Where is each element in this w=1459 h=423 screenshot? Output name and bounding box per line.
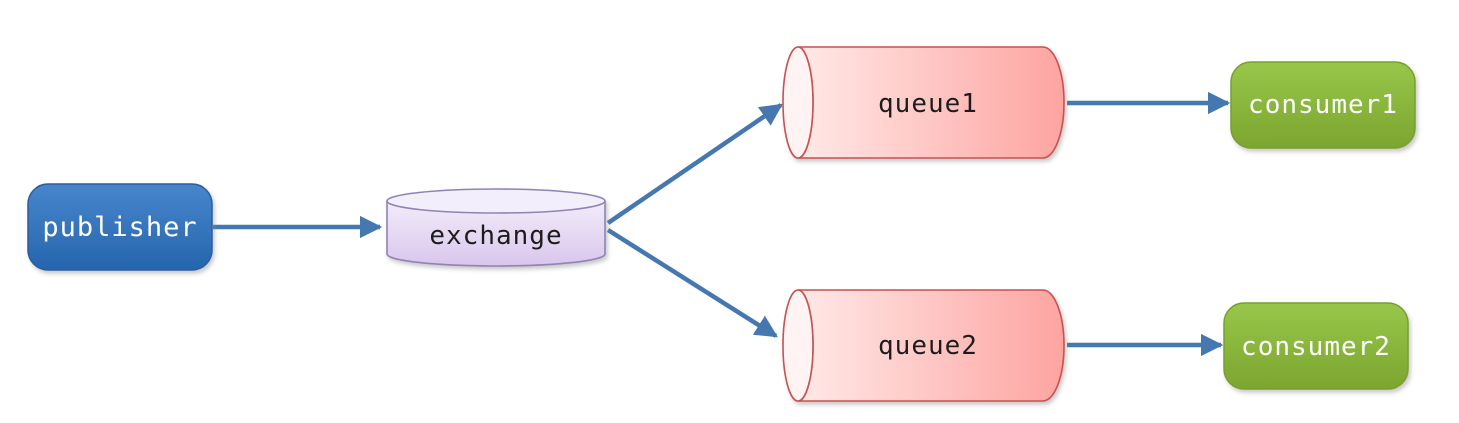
node-queue1: queue1 (782, 46, 1065, 159)
exchange-cylinder-body (386, 201, 606, 267)
queue2-cylinder-cap (782, 289, 814, 402)
exchange-cylinder-top (386, 188, 606, 214)
edge-exchange-queue2-arrow (606, 228, 778, 338)
node-consumer2: consumer2 (1223, 302, 1409, 390)
queue1-cylinder-cap (782, 46, 814, 159)
publisher-label: publisher (42, 212, 197, 243)
publisher-box (27, 183, 213, 271)
exchange-label: exchange (429, 221, 562, 251)
node-publisher: publisher (27, 183, 213, 271)
consumer1-box (1230, 61, 1416, 149)
consumer1-label: consumer1 (1248, 90, 1398, 120)
node-consumer1: consumer1 (1230, 61, 1416, 149)
edge-exchange-queue1-arrow (606, 103, 783, 225)
node-queue2: queue2 (782, 289, 1065, 402)
queue1-label: queue1 (878, 89, 978, 119)
consumer2-label: consumer2 (1241, 332, 1391, 362)
edges-layer (213, 91, 1231, 357)
consumer2-box (1223, 302, 1409, 390)
queue2-label: queue2 (878, 331, 978, 361)
node-exchange: exchange (386, 188, 606, 267)
